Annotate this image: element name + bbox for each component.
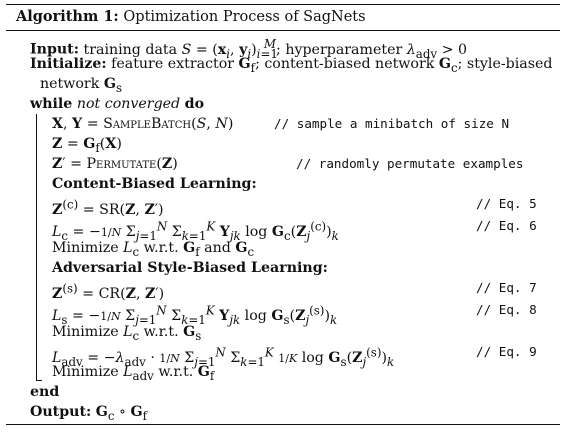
- loop-bar-foot: [36, 380, 42, 381]
- line-zc: Z(c) = SR(Z, Z′): [52, 194, 164, 220]
- eq5-comment: // Eq. 5: [476, 196, 537, 211]
- output-text: Gc ∘ Gf: [95, 404, 148, 423]
- sample-comment: // sample a minibatch of size N: [274, 116, 510, 131]
- permutate-text: Z′ = Permutate(Z): [52, 156, 178, 172]
- end-keyword: end: [30, 384, 60, 400]
- line-permutate: Z′ = Permutate(Z): [52, 154, 178, 174]
- line-z: Z = Gf(X): [52, 134, 122, 158]
- eq6-comment: // Eq. 6: [476, 218, 537, 233]
- line-initialize: Initialize: feature extractor Gf; conten…: [30, 54, 552, 78]
- sample-text: X, Y = SampleBatch(S, N): [52, 116, 234, 132]
- line-output: Output: Gc ∘ Gf: [30, 402, 147, 426]
- caption-label: Algorithm 1:: [16, 8, 119, 25]
- comment-eq5: // Eq. 5: [476, 194, 537, 214]
- line-initialize-cont: network Gs: [40, 74, 122, 98]
- line-minimize-3: Minimize Ladv w.r.t. Gf: [52, 362, 214, 386]
- eq7-comment: // Eq. 7: [476, 280, 537, 295]
- adversarial-heading: Adversarial Style-Biased Learning:: [52, 260, 328, 276]
- while-keyword: while: [30, 96, 73, 112]
- line-content-biased: Content-Biased Learning:: [52, 174, 257, 194]
- comment-sample: // sample a minibatch of size N: [274, 114, 509, 134]
- minimize-1-text: Minimize Lc w.r.t. Gf and Gc: [52, 240, 255, 259]
- initialize-text-cont: network Gs: [40, 76, 123, 95]
- input-text: training data S = (xi, yi)i=1M; hyperpar…: [83, 37, 468, 61]
- bottom-rule: [6, 424, 560, 425]
- algorithm-caption: Algorithm 1: Optimization Process of Sag…: [16, 8, 366, 25]
- caption-title: Optimization Process of SagNets: [123, 9, 366, 25]
- z-text: Z = Gf(X): [52, 136, 122, 155]
- comment-eq8: // Eq. 8: [476, 300, 537, 320]
- eq8-comment: // Eq. 8: [476, 302, 537, 317]
- permutate-comment: // randomly permutate examples: [296, 156, 524, 171]
- line-input: Input: training data S = (xi, yi)i=1M; h…: [30, 34, 467, 64]
- line-lc: Lc = −1/N Σj=1N Σk=1K Yjk log Gc(Zj(c))k: [52, 216, 339, 246]
- input-keyword: Input:: [30, 41, 79, 58]
- line-ls: Ls = −1/N Σj=1N Σk=1K Yjk log Gs(Zj(s))k: [52, 300, 337, 330]
- line-end: end: [30, 382, 59, 402]
- algorithm-box: Algorithm 1: Optimization Process of Sag…: [6, 4, 560, 425]
- initialize-text: feature extractor Gf; content-biased net…: [111, 56, 553, 75]
- loop-bar: [36, 114, 37, 380]
- line-ladv: Ladv = −λadv · 1/N Σj=1N Σk=1K 1/K log G…: [52, 342, 394, 372]
- line-minimize-2: Minimize Lc w.r.t. Gs: [52, 322, 201, 346]
- while-condition: not converged: [76, 96, 181, 112]
- lc-text: Lc = −1/N Σj=1N Σk=1K Yjk log Gc(Zj(c))k: [52, 219, 339, 243]
- comment-eq9: // Eq. 9: [476, 342, 537, 362]
- eq9-comment: // Eq. 9: [476, 344, 537, 359]
- comment-permutate: // randomly permutate examples: [296, 154, 523, 174]
- content-biased-heading: Content-Biased Learning:: [52, 176, 257, 192]
- caption-rule: [6, 30, 560, 31]
- minimize-2-text: Minimize Lc w.r.t. Gs: [52, 324, 202, 343]
- zs-text: Z(s) = CR(Z, Z′): [52, 281, 165, 302]
- line-minimize-1: Minimize Lc w.r.t. Gf and Gc: [52, 238, 254, 262]
- minimize-3-text: Minimize Ladv w.r.t. Gf: [52, 364, 215, 383]
- line-while: while not converged do: [30, 94, 204, 114]
- ls-text: Ls = −1/N Σj=1N Σk=1K Yjk log Gs(Zj(s))k: [52, 303, 338, 327]
- top-rule: [6, 4, 560, 5]
- zc-text: Z(c) = SR(Z, Z′): [52, 197, 164, 218]
- do-keyword: do: [184, 96, 205, 112]
- ladv-text: Ladv = −λadv · 1/N Σj=1N Σk=1K 1/K log G…: [52, 345, 395, 369]
- comment-eq6: // Eq. 6: [476, 216, 537, 236]
- line-zs: Z(s) = CR(Z, Z′): [52, 278, 164, 304]
- line-sample: X, Y = SampleBatch(S, N): [52, 114, 233, 134]
- comment-eq7: // Eq. 7: [476, 278, 537, 298]
- initialize-keyword: Initialize:: [30, 56, 107, 72]
- output-keyword: Output:: [30, 404, 92, 420]
- line-adversarial: Adversarial Style-Biased Learning:: [52, 258, 328, 278]
